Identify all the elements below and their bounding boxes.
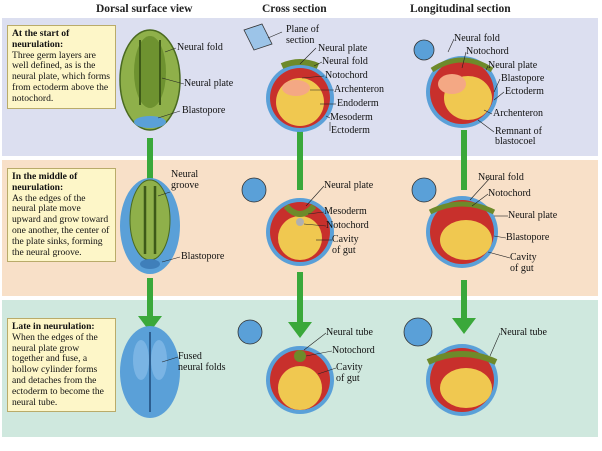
label-notochord: Notochord (326, 220, 369, 231)
leader-lines (157, 31, 511, 375)
note-late-heading: Late in neurulation: (12, 321, 95, 332)
column-header-longitudinal: Longitudinal section (410, 3, 511, 15)
note-start: At the start of neurulation: Three germ … (7, 25, 116, 109)
label-plane-of: Plane of (286, 24, 320, 35)
longitudinal-section-middle (411, 177, 498, 268)
label-of-gut: of gut (510, 263, 534, 274)
cross-section-middle (241, 177, 334, 266)
label-blastopore: Blastopore (501, 73, 545, 84)
note-late-text: When the edges of the neural plate grow … (12, 331, 104, 408)
note-middle: In the middle of neurulation: As the edg… (7, 168, 116, 263)
note-middle-text: As the edges of the neural plate move up… (12, 192, 110, 258)
label-neural-plate: Neural plate (508, 210, 558, 221)
note-start-text: Three germ layers are well defined, as i… (12, 49, 111, 104)
label-neural-folds: neural folds (178, 362, 226, 373)
label-blastocoel: blastocoel (495, 136, 536, 147)
stage-arrows (138, 130, 476, 338)
label-notochord: Notochord (466, 46, 509, 57)
note-late: Late in neurulation: When the edges of t… (7, 318, 116, 413)
label-remnant-of: Remnant of (495, 126, 542, 137)
label-neural-fold: Neural fold (177, 42, 223, 53)
label-fused: Fused (178, 351, 202, 362)
label-ectoderm: Ectoderm (505, 86, 544, 97)
note-start-heading: At the start of neurulation: (12, 28, 70, 50)
label-neural-tube: Neural tube (326, 327, 373, 338)
label-mesoderm: Mesoderm (324, 206, 367, 217)
cross-section-start (243, 23, 334, 132)
label-notochord: Notochord (332, 345, 375, 356)
label-neural-fold: Neural fold (454, 33, 500, 44)
label-neural-tube: Neural tube (500, 327, 547, 338)
label-neural: Neural (171, 169, 199, 180)
label-archenteron: Archenteron (493, 108, 543, 119)
label-of-gut: of gut (332, 245, 356, 256)
label-neural-plate: Neural plate (318, 43, 368, 54)
label-groove: groove (171, 180, 199, 191)
dorsal-embryo-middle (120, 178, 180, 274)
longitudinal-section-start (413, 39, 498, 128)
label-archenteron: Archenteron (334, 84, 384, 95)
label-neural-fold: Neural fold (322, 56, 368, 67)
label-blastopore: Blastopore (506, 232, 550, 243)
label-blastopore: Blastopore (182, 105, 226, 116)
label-mesoderm: Mesoderm (330, 112, 373, 123)
label-cavity: Cavity (332, 234, 359, 245)
label-of-gut: of gut (336, 373, 360, 384)
column-header-dorsal: Dorsal surface view (96, 3, 193, 15)
label-cavity: Cavity (336, 362, 363, 373)
dorsal-embryo-start (119, 29, 181, 131)
label-endoderm: Endoderm (337, 98, 379, 109)
label-ectoderm: Ectoderm (331, 125, 370, 136)
longitudinal-section-late (403, 317, 498, 416)
label-section: section (286, 35, 315, 46)
dorsal-embryo-late (120, 326, 180, 418)
label-neural-plate: Neural plate (324, 180, 374, 191)
label-neural-plate: Neural plate (488, 60, 538, 71)
label-neural-plate: Neural plate (184, 78, 234, 89)
label-notochord: Notochord (488, 188, 531, 199)
column-header-cross: Cross section (262, 3, 327, 15)
label-blastopore: Blastopore (181, 251, 225, 262)
label-notochord: Notochord (325, 70, 368, 81)
label-cavity: Cavity (510, 252, 537, 263)
cross-section-late (237, 319, 334, 414)
note-middle-heading: In the middle of neurulation: (12, 171, 78, 193)
label-neural-fold: Neural fold (478, 172, 524, 183)
